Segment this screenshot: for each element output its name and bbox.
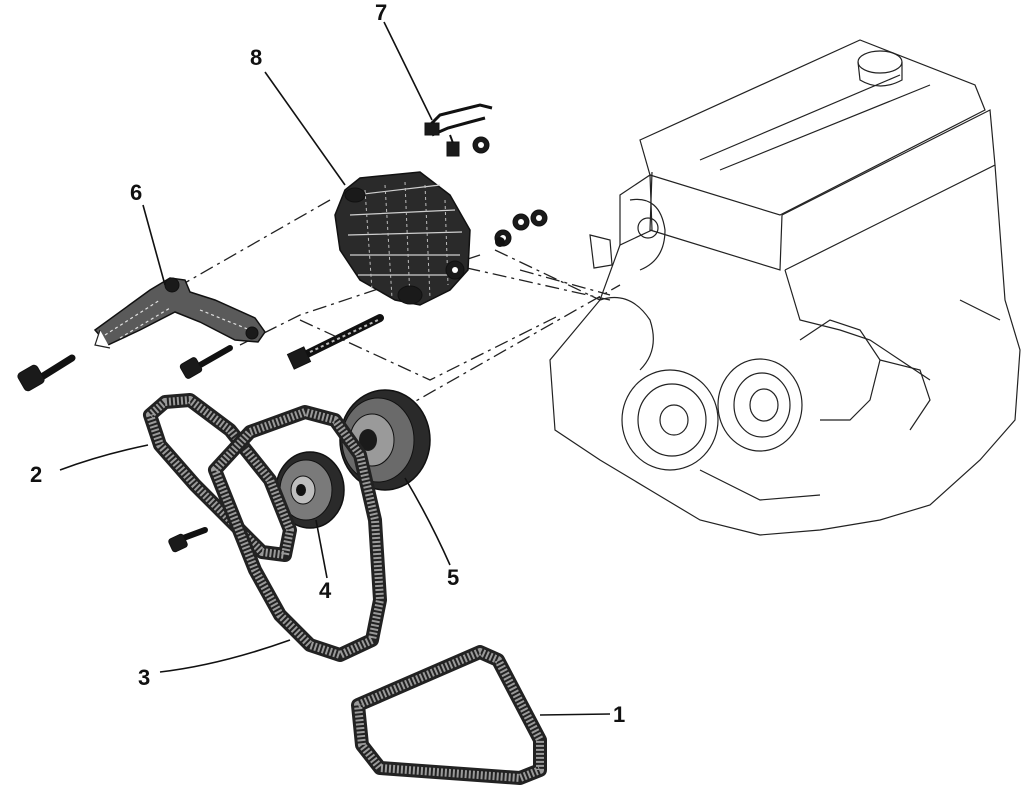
engine-block [549, 39, 1021, 536]
callout-numbers: 1 2 3 4 5 6 7 8 [30, 0, 625, 727]
v-belt-icon [143, 393, 297, 562]
callout-1: 1 [613, 702, 625, 727]
v-belt-icon [351, 645, 547, 785]
callout-6: 6 [130, 180, 142, 205]
callout-7: 7 [375, 0, 387, 25]
bolt-icon [17, 345, 233, 553]
callout-5: 5 [447, 565, 459, 590]
v-belt-icon [208, 405, 387, 662]
nut-icon [494, 209, 548, 247]
callout-4: 4 [319, 578, 332, 603]
wiring-connector-icon [424, 103, 493, 157]
callout-3: 3 [138, 665, 150, 690]
callout-2: 2 [30, 462, 42, 487]
callout-8: 8 [250, 45, 262, 70]
alternator-icon [334, 171, 471, 306]
bolt-icon [286, 314, 384, 370]
bracket-icon [93, 277, 266, 349]
leader-lines [59, 21, 611, 716]
